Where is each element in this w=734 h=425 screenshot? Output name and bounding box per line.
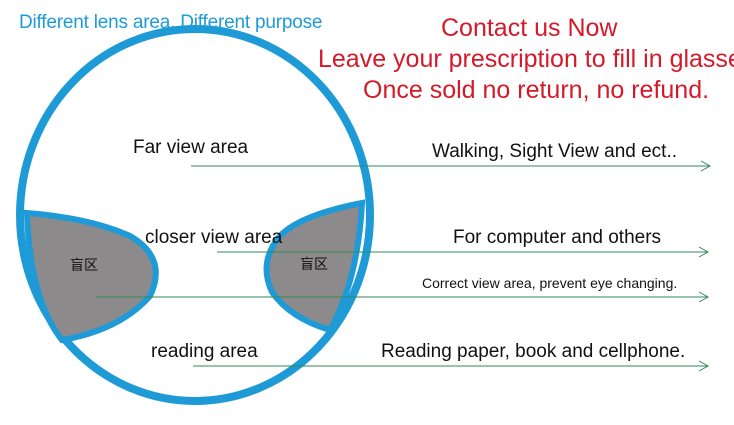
closer-arrow-head [698, 246, 710, 258]
far-view-description: Walking, Sight View and ect.. [432, 141, 678, 162]
diagram-title: Different lens area, Different purpose [19, 12, 323, 33]
blind-zone-right-label: 盲区 [300, 257, 328, 273]
far-arrow-head [700, 160, 712, 172]
reading-area-description: Reading paper, book and cellphone. [381, 341, 686, 362]
blind-zone-left-label: 盲区 [70, 258, 98, 274]
blind-zone-left [23, 209, 159, 344]
far-view-label: Far view area [133, 137, 249, 158]
blind-zone-right [263, 199, 366, 334]
reading-arrow-head [698, 360, 710, 372]
notice-contact: Contact us Now [441, 14, 618, 42]
correct-arrow-head [698, 291, 710, 303]
notice-no-return: Once sold no return, no refund. [363, 76, 710, 104]
reading-area-label: reading area [151, 341, 258, 362]
notice-prescription: Leave your prescription to fill in glass… [318, 45, 734, 73]
correct-view-description: Correct view area, prevent eye changing. [422, 275, 678, 291]
closer-view-label: closer view area [145, 227, 283, 248]
lens-outline [16, 25, 374, 405]
closer-view-description: For computer and others [453, 227, 662, 248]
